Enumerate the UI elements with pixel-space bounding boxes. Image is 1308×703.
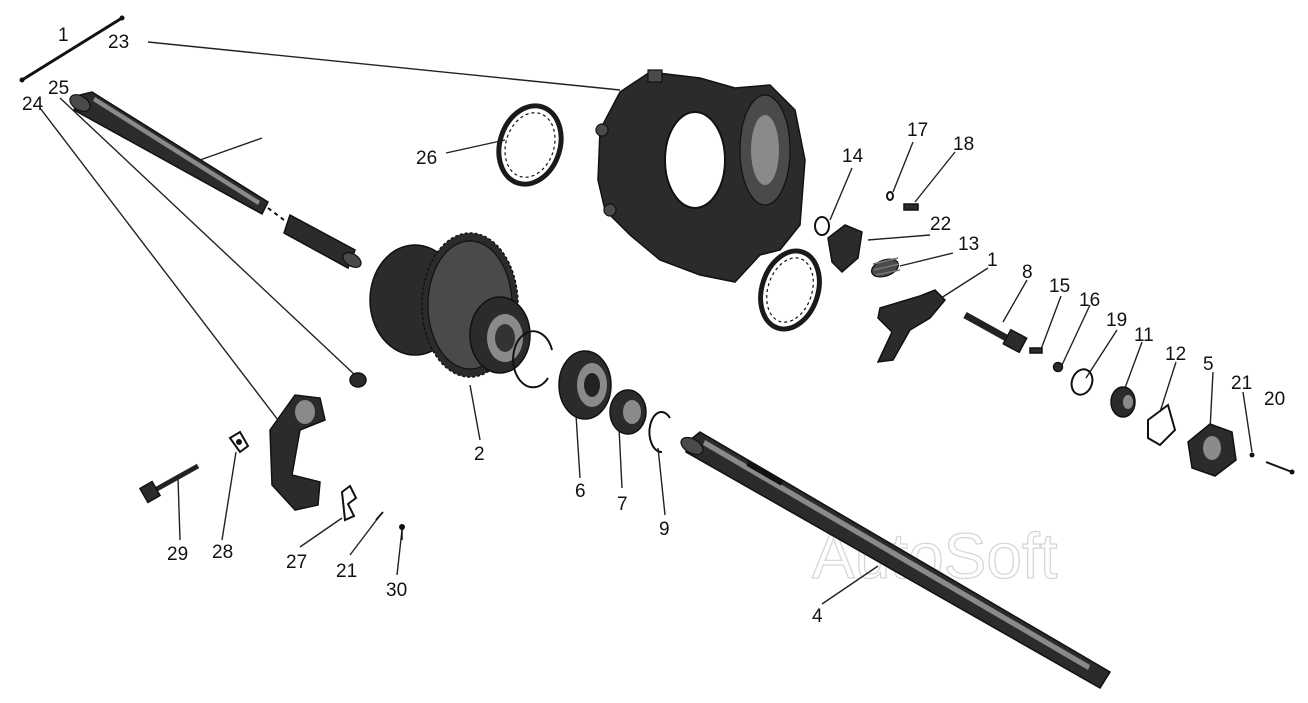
block-22 bbox=[827, 224, 863, 274]
ball-16 bbox=[1052, 361, 1064, 373]
callout-20: 20 bbox=[1264, 389, 1285, 410]
callout-5: 5 bbox=[1203, 354, 1214, 375]
callout-21-right: 21 bbox=[1231, 373, 1252, 394]
callout-9: 9 bbox=[659, 519, 670, 540]
callout-14: 14 bbox=[842, 146, 864, 167]
gasket-12 bbox=[1147, 403, 1177, 447]
callout-27: 27 bbox=[286, 552, 307, 573]
callout-29: 29 bbox=[167, 544, 188, 565]
pin-30 bbox=[399, 524, 405, 540]
snap-ring bbox=[512, 330, 553, 389]
shift-fork-1 bbox=[876, 289, 947, 363]
callout-6: 6 bbox=[575, 481, 586, 502]
split-pin-21-lower bbox=[375, 511, 384, 521]
snap-ring-9 bbox=[648, 411, 671, 454]
retaining-ring-lower bbox=[758, 248, 822, 332]
rod-part-1 bbox=[19, 15, 125, 83]
bolt-29 bbox=[138, 463, 200, 504]
callout-1-top: 1 bbox=[58, 25, 69, 46]
o-ring-19 bbox=[1070, 368, 1094, 396]
right-axle-shaft bbox=[680, 431, 1112, 690]
bearing-7 bbox=[609, 389, 647, 435]
callout-17: 17 bbox=[907, 120, 928, 141]
ring-14 bbox=[814, 216, 830, 236]
callout-21-lower: 21 bbox=[336, 561, 357, 582]
callout-12: 12 bbox=[1165, 344, 1186, 365]
callout-22: 22 bbox=[930, 214, 951, 235]
bushing-11 bbox=[1110, 386, 1136, 418]
callout-1-right: 1 bbox=[987, 250, 998, 271]
bearing-6 bbox=[558, 350, 612, 420]
pin-20 bbox=[1265, 461, 1295, 475]
washer-28 bbox=[228, 430, 250, 454]
screw-18 bbox=[903, 203, 919, 211]
callout-19: 19 bbox=[1106, 310, 1127, 331]
callout-16: 16 bbox=[1079, 290, 1100, 311]
callout-4: 4 bbox=[812, 606, 823, 627]
part-17 bbox=[886, 191, 894, 201]
pin-25 bbox=[349, 372, 367, 388]
differential-gear bbox=[369, 232, 531, 378]
callout-labels: 1 23 25 24 26 2 6 7 9 4 29 28 27 21 30 1… bbox=[22, 25, 1285, 627]
leader-lines bbox=[21, 17, 1253, 605]
callout-23: 23 bbox=[108, 32, 129, 53]
callout-26: 26 bbox=[416, 148, 437, 169]
callout-13: 13 bbox=[958, 234, 979, 255]
nut-5 bbox=[1187, 423, 1237, 477]
differential-housing bbox=[595, 69, 806, 283]
callout-2: 2 bbox=[474, 444, 485, 465]
callout-18: 18 bbox=[953, 134, 974, 155]
callout-11: 11 bbox=[1134, 325, 1154, 346]
split-pin-21-right bbox=[1249, 452, 1255, 458]
lock-plate-27 bbox=[340, 484, 358, 522]
bracket-24 bbox=[269, 394, 326, 511]
callout-25: 25 bbox=[48, 78, 69, 99]
retaining-ring-26 bbox=[496, 103, 564, 187]
callout-7: 7 bbox=[617, 494, 628, 515]
callout-28: 28 bbox=[212, 542, 233, 563]
spring-13 bbox=[870, 257, 901, 278]
pin-15 bbox=[1029, 347, 1043, 354]
callout-30: 30 bbox=[386, 580, 407, 601]
callout-15: 15 bbox=[1049, 276, 1070, 297]
left-half-shaft bbox=[69, 91, 362, 270]
callout-8: 8 bbox=[1022, 262, 1033, 283]
callout-24: 24 bbox=[22, 94, 44, 115]
shaft-8 bbox=[963, 311, 1028, 354]
